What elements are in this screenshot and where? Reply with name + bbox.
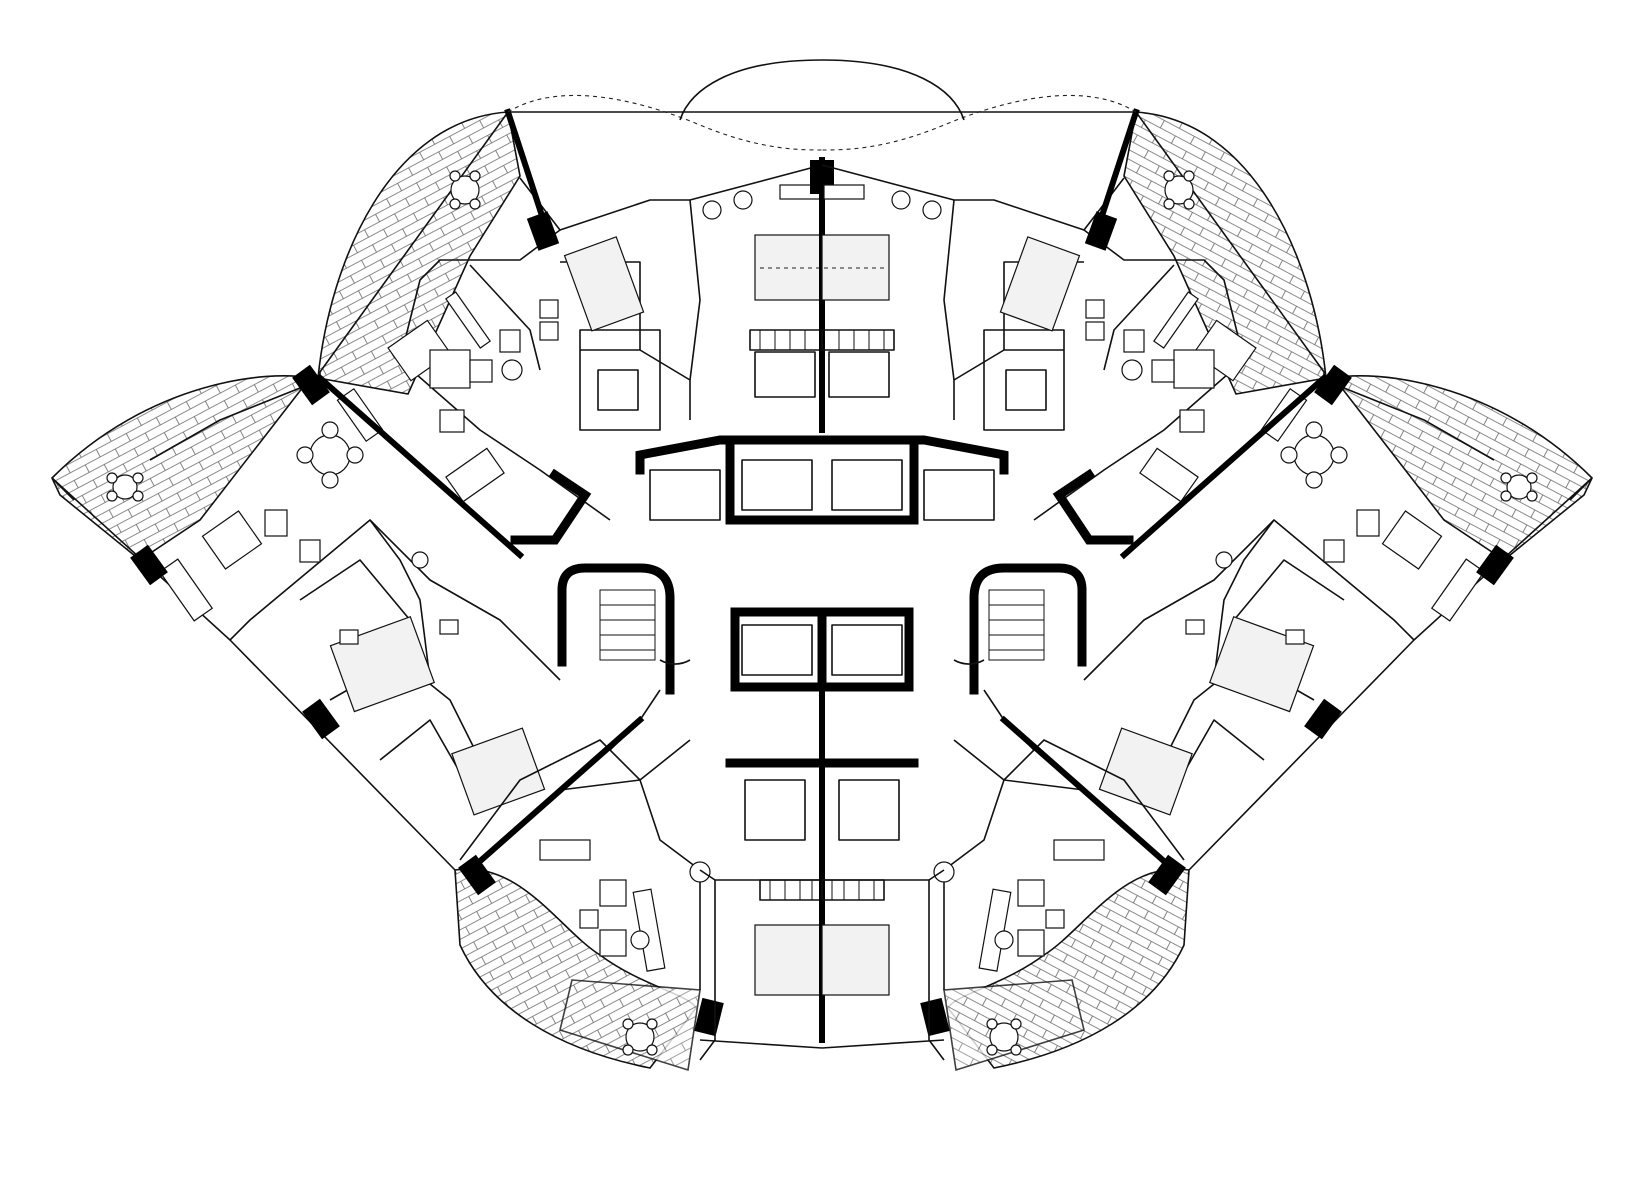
- roof-canopy-curve: [679, 59, 823, 121]
- roof-canopy-outline: [507, 95, 823, 151]
- lift-core: [649, 459, 813, 841]
- left-half-of-plan: [51, 59, 834, 1072]
- apartment-top-left: [336, 170, 701, 521]
- plant-icon: [501, 359, 523, 381]
- bed: [754, 924, 823, 996]
- apartment-left: [106, 379, 561, 816]
- apartment-bottom-center: [699, 869, 823, 1061]
- apartment-bottom-left: [459, 689, 711, 1056]
- plant-icon: [689, 861, 711, 883]
- right-half-of-plan: [810, 60, 1592, 1070]
- apartment-top-center: [689, 164, 823, 398]
- bed: [451, 727, 546, 816]
- bed: [563, 236, 645, 332]
- stair-left: [557, 563, 691, 695]
